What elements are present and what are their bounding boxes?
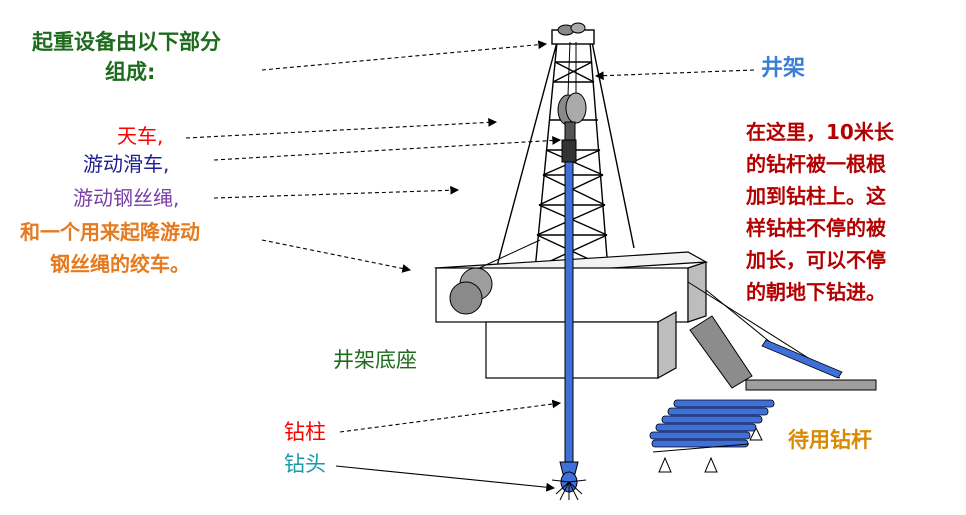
label-traveling-block: 游动滑车, [83,152,170,176]
label-spare-pipe: 待用钻杆 [788,428,872,452]
intro-text-line1: 起重设备由以下部分 [32,30,221,54]
traveling-block [557,92,587,163]
label-crown-block: 天车, [117,124,164,148]
label-drawworks-line1: 和一个用来起降游动 [20,220,200,244]
note-line3: 加到钻柱上。这 [746,184,886,208]
note-line5: 加长，可以不停 [746,248,886,272]
label-substructure: 井架底座 [333,348,417,372]
pipe-ramp [687,281,877,391]
label-drawworks-line2: 钢丝绳的绞车。 [50,252,190,276]
drill-bit [551,471,587,501]
label-drill-string: 钻柱 [284,420,326,444]
crown-block [551,22,595,45]
label-wire-rope: 游动钢丝绳, [73,186,180,210]
intro-text-line2: 组成: [105,60,156,84]
note-line4: 样钻柱不停的被 [746,216,886,240]
spare-pipe-rack [649,399,775,473]
substructure [485,310,677,380]
note-line1: 在这里，10米长 [746,120,894,144]
annotation-arrows [185,40,755,492]
note-line2: 的钻杆被一根根 [746,152,886,176]
drill-string [559,161,579,475]
drawworks [449,239,541,315]
label-derrick: 井架 [761,56,806,81]
label-drill-bit: 钻头 [284,452,326,476]
note-line6: 的朝地下钻进。 [746,280,886,304]
